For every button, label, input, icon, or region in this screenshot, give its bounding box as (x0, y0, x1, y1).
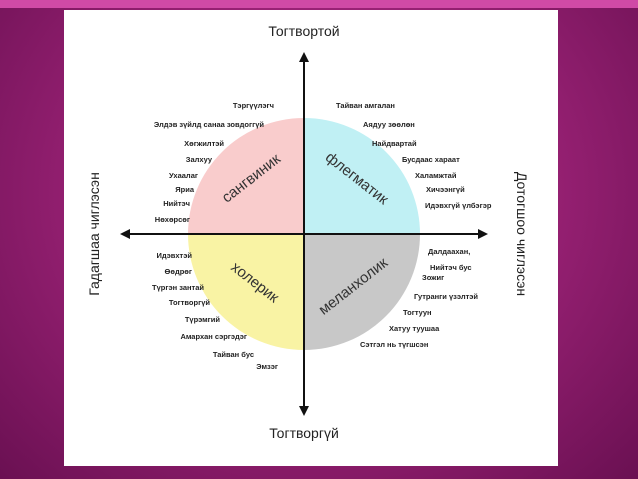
slide-canvas: Тогтвортой Тогтворгүй Гадагшаа чиглэсэн … (64, 10, 558, 466)
trait-melancholic: Далдаахан, (428, 247, 470, 256)
temperament-diagram: Тогтвортой Тогтворгүй Гадагшаа чиглэсэн … (86, 23, 530, 441)
sanguine-trait-list: Тэргүүлэгч Элдэв зүйлд санаа зовдоггүй Х… (154, 101, 274, 224)
trait-melancholic: Зожиг (422, 273, 444, 282)
axis-label-bottom: Тогтворгүй (269, 425, 339, 441)
trait-melancholic: Тогтуун (403, 308, 432, 317)
trait-phlegmatic: Хичээнгүй (426, 185, 465, 194)
axis-label-left: Гадагшаа чиглэсэн (86, 172, 102, 296)
axis-label-right: Дотогшоо чиглэсэн (514, 172, 530, 296)
trait-sanguine: Яриа (175, 185, 195, 194)
trait-sanguine: Тэргүүлэгч (233, 101, 274, 110)
trait-choleric: Түргэн зантай (152, 283, 204, 292)
trait-choleric: Түрэмгий (185, 315, 221, 324)
trait-phlegmatic: Идэвхгүй үлбэгэр (425, 201, 492, 210)
trait-choleric: Амархан сэргэдэг (180, 332, 247, 341)
melancholic-trait-list: Далдаахан, Нийтэч бус Зожиг Гутранги үзэ… (360, 247, 478, 349)
axis-label-top: Тогтвортой (268, 23, 339, 39)
top-accent-band (0, 0, 638, 8)
trait-phlegmatic: Аядуу зөөлөн (363, 120, 415, 129)
trait-phlegmatic: Халамжтай (415, 171, 457, 180)
trait-melancholic: Сэтгэл нь түгшсэн (360, 340, 428, 349)
trait-sanguine: Нийтэч (163, 199, 190, 208)
trait-sanguine: Хөгжилтэй (184, 139, 224, 148)
phlegmatic-trait-list: Тайван амгалан Аядуу зөөлөн Найдвартай Б… (336, 101, 492, 210)
trait-choleric: Тогтворгүй (169, 298, 210, 307)
trait-sanguine: Элдэв зүйлд санаа зовдоггүй (154, 120, 265, 129)
trait-melancholic: Нийтэч бус (430, 263, 472, 272)
trait-phlegmatic: Тайван амгалан (336, 101, 395, 110)
trait-melancholic: Гутранги үзэлтэй (414, 292, 478, 301)
quadrant-choleric (188, 234, 304, 350)
quadrant-phlegmatic (304, 118, 420, 234)
trait-sanguine: Нөхөрсөг (155, 215, 190, 224)
trait-choleric: Идэвхтэй (156, 251, 192, 260)
trait-phlegmatic: Бусдаас хараат (402, 155, 460, 164)
trait-phlegmatic: Найдвартай (372, 139, 417, 148)
trait-sanguine: Залхуу (186, 155, 213, 164)
choleric-trait-list: Идэвхтэй Өөдрөг Түргэн зантай Тогтворгүй… (152, 251, 278, 371)
trait-sanguine: Ухаалаг (169, 171, 198, 180)
trait-choleric: Эмзэг (256, 362, 278, 371)
trait-choleric: Тайван бус (213, 350, 254, 359)
trait-choleric: Өөдрөг (165, 267, 192, 276)
trait-melancholic: Хатуу туушаа (389, 324, 440, 333)
quadrant-sanguine (188, 118, 304, 234)
quadrant-melancholic (304, 234, 420, 350)
